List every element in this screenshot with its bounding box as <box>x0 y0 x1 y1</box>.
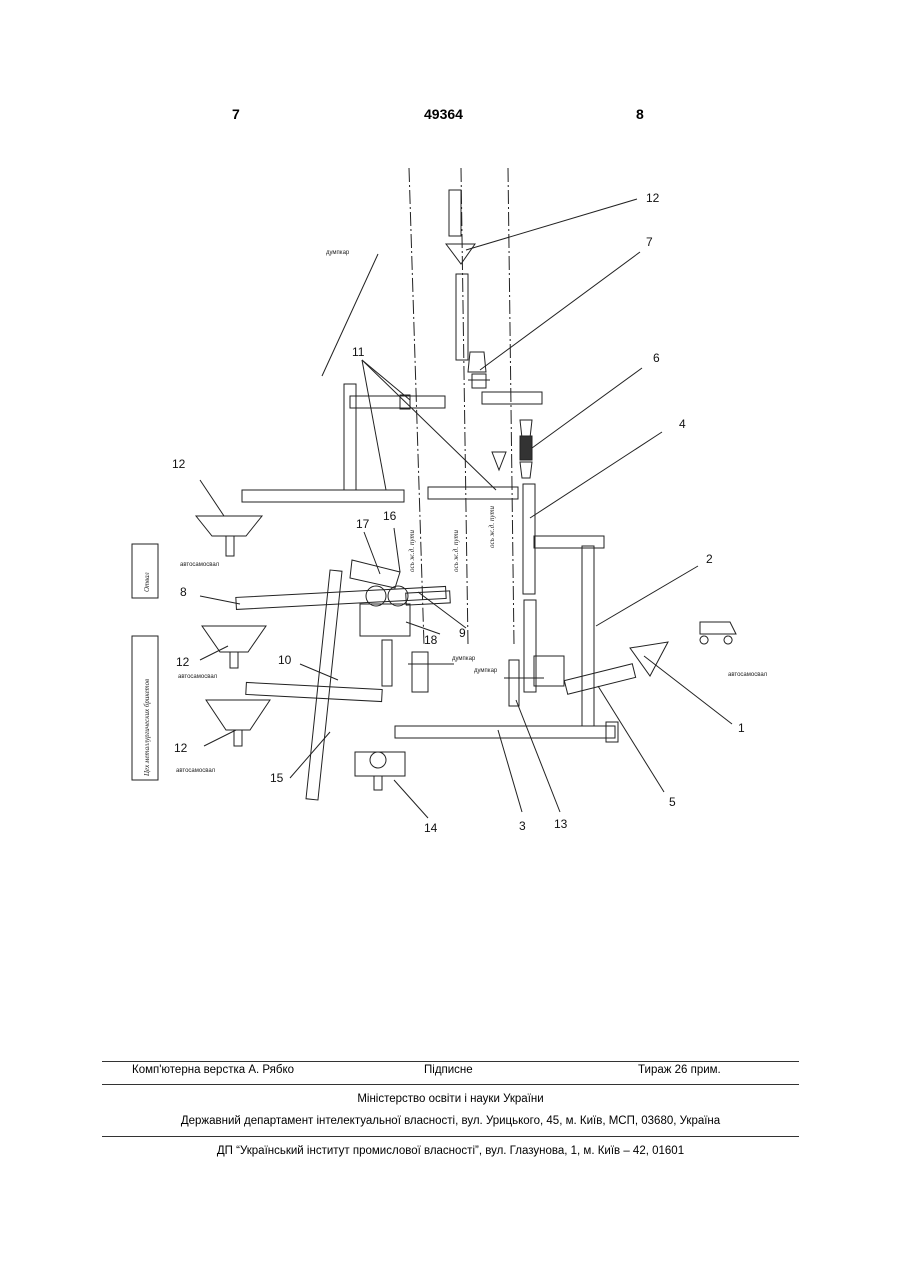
footer-rule-bottom <box>102 1136 799 1137</box>
crusher-left <box>366 586 386 606</box>
dump-truck-label-3: автосамосвал <box>176 768 216 774</box>
footer-rule-top <box>102 1061 799 1062</box>
conveyor-10 <box>246 682 382 701</box>
hopper-12-bottom <box>206 700 270 730</box>
dumpcar-label-top: думпкар <box>326 250 350 256</box>
dumpcar-label-right: думпкар <box>474 668 498 674</box>
unit-7 <box>468 352 486 372</box>
conveyor-11-upper <box>350 396 445 408</box>
hopper-12-top <box>196 516 262 536</box>
rail-axis-left <box>409 168 424 645</box>
unit-6 <box>520 436 532 460</box>
ref-5: 5 <box>669 795 676 809</box>
waste-label: Отвал <box>143 572 151 592</box>
ref-16: 16 <box>383 509 397 523</box>
conveyor-8 <box>236 586 446 609</box>
ref-7: 7 <box>646 235 653 249</box>
rail-axis-label-3: ось ж.д. пути <box>488 505 496 548</box>
rail-axis-right <box>508 168 514 645</box>
ref-13: 13 <box>554 817 568 831</box>
dump-truck-label-right: автосамосвал <box>728 672 768 678</box>
rail-axis-label-1: ось ж.д. пути <box>408 529 416 572</box>
workshop-label: Цех металлургических брикетов <box>143 679 151 777</box>
footer-department: Державний департамент інтелектуальної вл… <box>102 1115 799 1127</box>
ref-12-left: 12 <box>172 457 186 471</box>
unit-1-hopper <box>630 642 668 676</box>
conveyor-4 <box>523 484 535 594</box>
conveyor-vertical-top <box>456 274 468 360</box>
footer-rule-middle <box>102 1084 799 1085</box>
ref-3: 3 <box>519 819 526 833</box>
unit-17 <box>350 560 400 588</box>
unit-18 <box>360 604 410 636</box>
ref-12-middle: 12 <box>176 655 190 669</box>
conveyor-2 <box>582 546 594 726</box>
ref-2: 2 <box>706 552 713 566</box>
unit-13 <box>509 660 519 706</box>
unit-16-lower <box>382 640 392 686</box>
ref-6: 6 <box>653 351 660 365</box>
dump-truck-icon <box>700 622 736 644</box>
footer-ministry: Міністерство освіти і науки України <box>102 1093 799 1105</box>
dump-truck-label-2: автосамосвал <box>178 674 218 680</box>
footer-layout: Комп'ютерна верстка А. Рябко <box>132 1064 294 1076</box>
ref-11: 11 <box>352 345 365 359</box>
ref-12-top: 12 <box>646 191 660 205</box>
conveyor-3 <box>395 726 615 738</box>
unit-13-left <box>412 652 428 692</box>
conveyor-11-main <box>242 490 404 502</box>
unit-9 <box>406 591 451 605</box>
ref-4: 4 <box>679 417 686 431</box>
unit-14 <box>355 752 405 776</box>
ref-10: 10 <box>278 653 292 667</box>
ref-18: 18 <box>424 633 438 647</box>
footer-signed: Підписне <box>424 1064 473 1076</box>
technical-drawing: 12 7 11 6 4 12 17 16 2 8 9 18 12 10 1 12… <box>0 0 901 900</box>
footer-circulation: Тираж 26 прим. <box>638 1064 721 1076</box>
ref-12-bottom: 12 <box>174 741 188 755</box>
rail-axis-label-2: ось ж.д. пути <box>452 529 460 572</box>
ref-8: 8 <box>180 585 187 599</box>
dump-truck-label-1: автосамосвал <box>180 562 220 568</box>
ref-17: 17 <box>356 517 370 531</box>
top-hopper <box>446 244 475 264</box>
ref-14: 14 <box>424 821 438 835</box>
top-feeder <box>449 190 461 236</box>
ref-9: 9 <box>459 626 466 640</box>
footer-institute: ДП “Український інститут промислової вла… <box>102 1145 799 1157</box>
conveyor-11-upper-right <box>482 392 542 404</box>
dumpcar-label-middle: думпкар <box>452 656 476 662</box>
conveyor-11-main-right <box>428 487 518 499</box>
hopper-12-middle <box>202 626 266 652</box>
ref-15: 15 <box>270 771 284 785</box>
ref-1: 1 <box>738 721 745 735</box>
rail-axis-center <box>461 168 468 645</box>
